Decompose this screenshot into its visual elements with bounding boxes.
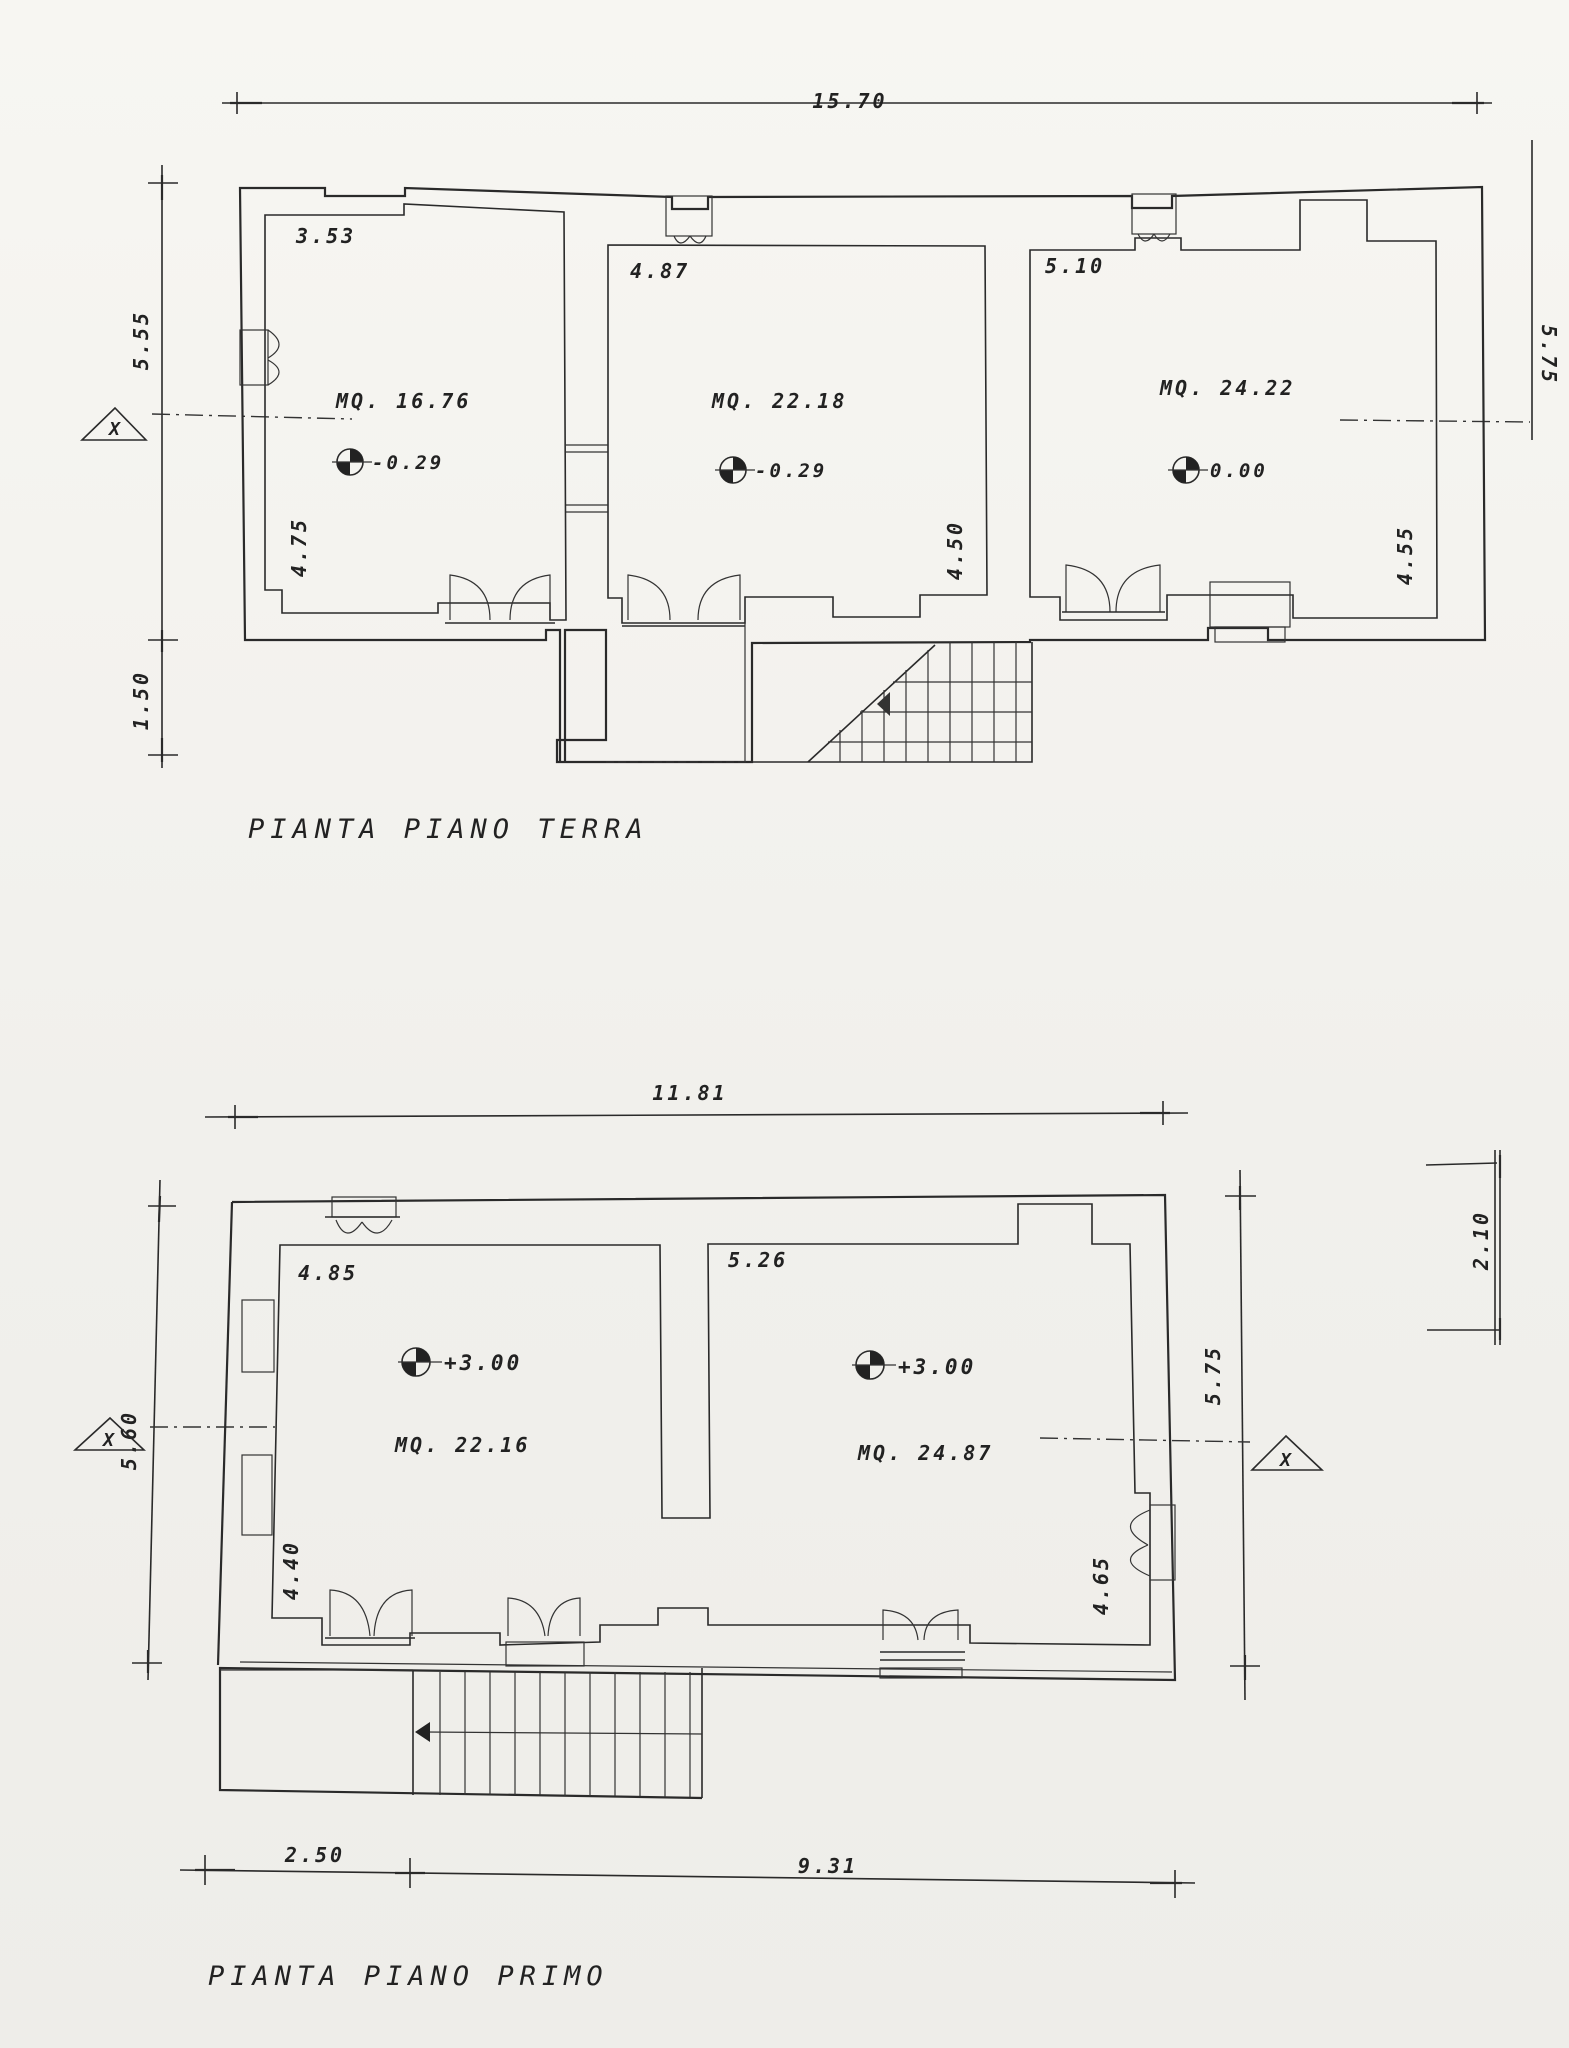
dim-label: 5.60 xyxy=(117,1410,141,1470)
dim-label: 5.10 xyxy=(1045,254,1105,278)
ground-floor-title: PIANTA PIANO TERRA xyxy=(248,814,649,845)
room-area-label: MQ. 24.22 xyxy=(1159,376,1295,400)
room-area-label: MQ. 16.76 xyxy=(335,389,471,413)
level-marker: +3.00 xyxy=(852,1350,976,1380)
room-area-label: MQ. 22.18 xyxy=(711,389,847,413)
svg-text:-0.29: -0.29 xyxy=(372,452,444,474)
level-marker: -0.29 xyxy=(332,448,444,476)
dim-label: 4.55 xyxy=(1393,525,1417,585)
dim-label: 4.87 xyxy=(630,259,690,283)
level-marker: 0.00 xyxy=(1168,456,1268,484)
dim-ground-right: 5.75 xyxy=(1531,140,1561,440)
dim-label: 4.85 xyxy=(298,1261,358,1285)
room-area-label: MQ. 22.16 xyxy=(394,1433,530,1457)
first-openings xyxy=(241,1196,1176,1679)
dim-label: 5.75 xyxy=(1201,1345,1225,1405)
ground-room-labels: 3.53 MQ. 16.76 -0.29 4.75 4.87 MQ. 22.18… xyxy=(287,224,1417,585)
dim-label: 11.81 xyxy=(652,1081,727,1105)
dim-label: 4.65 xyxy=(1089,1555,1113,1615)
dim-ground-left: 5.55 1.50 xyxy=(129,165,178,768)
dim-label: 5.75 xyxy=(1537,325,1561,385)
dim-label: 4.40 xyxy=(279,1540,303,1600)
dim-first-left: 5.60 xyxy=(117,1179,176,1681)
dim-label: 4.50 xyxy=(943,520,967,580)
level-marker: +3.00 xyxy=(398,1347,522,1377)
svg-text:X: X xyxy=(1278,1450,1294,1471)
first-room-labels: 4.85 +3.00 MQ. 22.16 4.40 5.26 +3.00 MQ.… xyxy=(279,1248,1113,1615)
first-interior-walls xyxy=(239,1203,1173,1673)
ground-exterior-walls xyxy=(238,185,1487,764)
dim-label: 3.53 xyxy=(295,224,356,248)
dim-label: 5.26 xyxy=(728,1248,788,1272)
dim-label: 4.75 xyxy=(287,517,311,577)
level-marker: -0.29 xyxy=(715,456,827,484)
svg-text:X: X xyxy=(101,1430,117,1451)
first-stair xyxy=(220,1668,703,1798)
svg-text:+3.00: +3.00 xyxy=(444,1351,522,1375)
dim-first-right: 5.75 xyxy=(1201,1169,1260,1701)
svg-text:+3.00: +3.00 xyxy=(898,1355,976,1379)
dim-label: 5.55 xyxy=(129,310,153,370)
height-detail: 2.10 xyxy=(1425,1150,1502,1345)
dim-label: 2.50 xyxy=(284,1843,345,1867)
dim-label: 1.50 xyxy=(129,670,153,730)
dim-ground-width: 15.70 xyxy=(222,89,1492,114)
section-marker: X xyxy=(80,406,1531,441)
dim-first-width: 11.81 xyxy=(204,1081,1189,1129)
first-floor-plan: 11.81 5.60 5.75 2.10 xyxy=(72,1081,1502,1992)
svg-text:0.00: 0.00 xyxy=(1210,460,1268,482)
ground-openings xyxy=(239,193,1291,643)
svg-text:-0.29: -0.29 xyxy=(755,460,827,482)
dim-first-bottom: 2.50 9.31 xyxy=(179,1843,1196,1898)
ground-floor-plan: 15.70 5.55 1.50 5.75 X xyxy=(80,89,1561,845)
dim-label: 2.10 xyxy=(1469,1210,1493,1271)
svg-text:X: X xyxy=(107,419,123,440)
dim-label: 9.31 xyxy=(798,1854,858,1878)
dim-label: 15.70 xyxy=(812,89,887,113)
section-marker: X X xyxy=(72,1416,1325,1471)
first-floor-title: PIANTA PIANO PRIMO xyxy=(208,1961,609,1992)
ground-porch-stair xyxy=(606,623,1033,763)
room-area-label: MQ. 24.87 xyxy=(857,1441,993,1465)
first-exterior-walls xyxy=(216,1193,1177,1800)
